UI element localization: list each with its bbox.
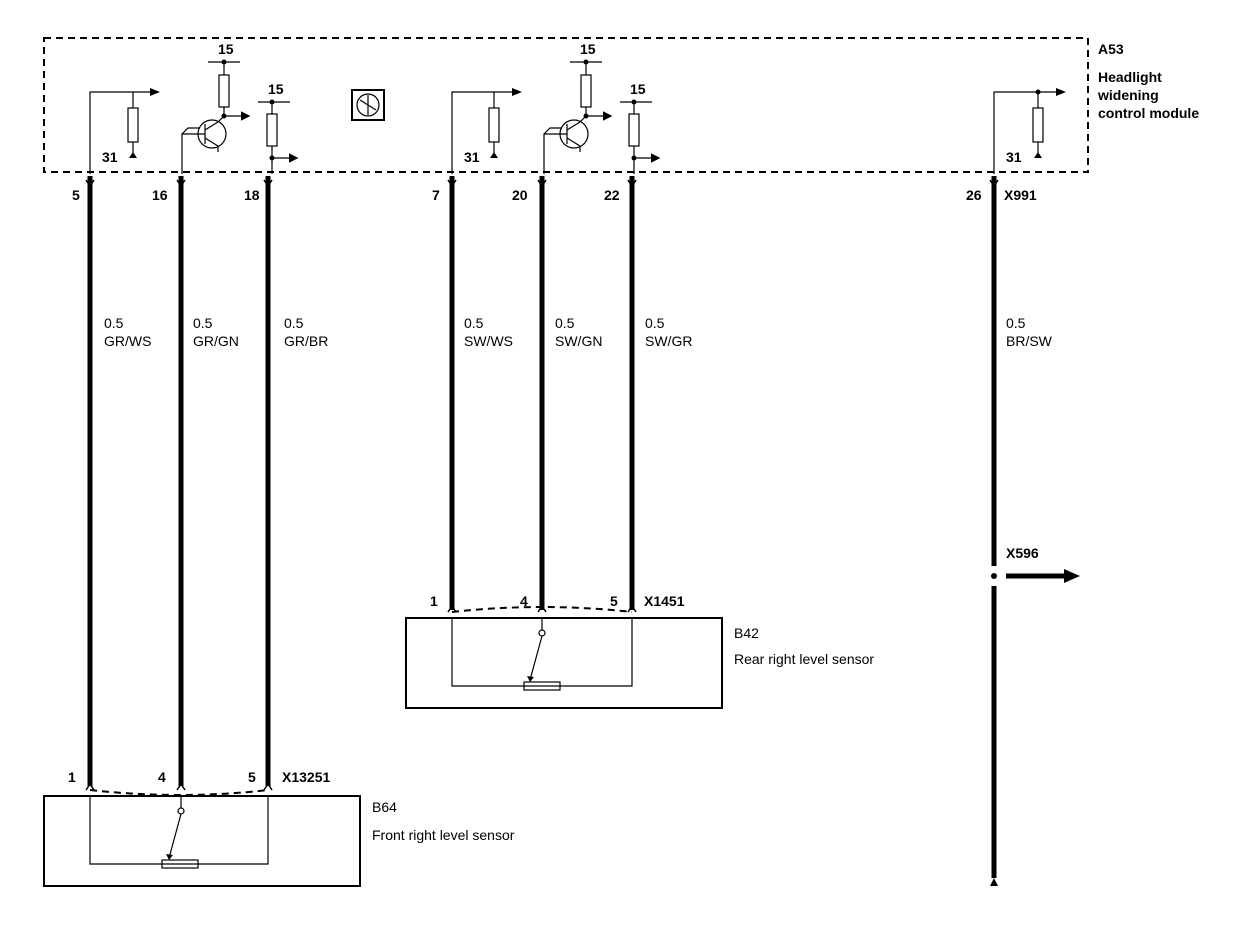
supply-label: 15 bbox=[630, 81, 646, 97]
wire-size: 0.5 bbox=[284, 315, 304, 331]
supply-label: 15 bbox=[268, 81, 284, 97]
pull-up-resistor bbox=[580, 74, 592, 108]
ground-label: 31 bbox=[464, 149, 480, 165]
module-circuit-group-2: 31 15 15 bbox=[451, 41, 661, 174]
wire-color: BR/SW bbox=[1006, 333, 1053, 349]
wire-size: 0.5 bbox=[555, 315, 575, 331]
supply-label: 15 bbox=[218, 41, 234, 57]
module-connector: X991 bbox=[1004, 187, 1037, 203]
sensor-box bbox=[405, 617, 723, 709]
front-sensor: 1 4 5 X13251 B64 Front right level senso… bbox=[43, 769, 515, 887]
pin-number: 5 bbox=[610, 593, 618, 609]
pull-down-resistor bbox=[127, 107, 139, 143]
wire-color: SW/GN bbox=[555, 333, 602, 349]
sensor-name: Rear right level sensor bbox=[734, 651, 874, 667]
ground-icon bbox=[990, 878, 998, 886]
wire-color: GR/GN bbox=[193, 333, 239, 349]
sensor-id: B42 bbox=[734, 625, 759, 641]
pin-number: 18 bbox=[244, 187, 260, 203]
module-boundary bbox=[43, 37, 1089, 173]
pull-up-resistor bbox=[218, 74, 230, 108]
arrow-right-icon bbox=[1064, 569, 1080, 583]
wire-size: 0.5 bbox=[464, 315, 484, 331]
pin-number: 4 bbox=[158, 769, 166, 785]
wire-size: 0.5 bbox=[193, 315, 213, 331]
sensor-name: Front right level sensor bbox=[372, 827, 515, 843]
pin-number: 1 bbox=[430, 593, 438, 609]
pin-number: 5 bbox=[72, 187, 80, 203]
module-circuit-group-3: 31 bbox=[993, 88, 1066, 174]
splice-point bbox=[991, 573, 997, 579]
module-name-line2: widening bbox=[1097, 87, 1159, 103]
ground-label: 31 bbox=[102, 149, 118, 165]
wire-size: 0.5 bbox=[104, 315, 124, 331]
module-name-line3: control module bbox=[1098, 105, 1199, 121]
module-circuit-group-1: 31 15 15 bbox=[89, 41, 299, 174]
pull-up-resistor bbox=[266, 113, 278, 147]
pin-number: 20 bbox=[512, 187, 528, 203]
rear-sensor: 1 4 5 X1451 B42 Rear right level sensor bbox=[405, 593, 874, 709]
pull-up-resistor bbox=[628, 113, 640, 147]
potentiometer-icon bbox=[523, 681, 561, 691]
pull-down-resistor bbox=[488, 107, 500, 143]
pin-number: 7 bbox=[432, 187, 440, 203]
control-unit-icon bbox=[351, 89, 385, 121]
pull-down-resistor bbox=[1032, 107, 1044, 143]
sensor-connector: X13251 bbox=[282, 769, 330, 785]
pin-number: 16 bbox=[152, 187, 168, 203]
sensor-id: B64 bbox=[372, 799, 397, 815]
splice-id: X596 bbox=[1006, 545, 1039, 561]
module-name-line1: Headlight bbox=[1098, 69, 1162, 85]
sensor-connector: X1451 bbox=[644, 593, 685, 609]
supply-label: 15 bbox=[580, 41, 596, 57]
wires bbox=[87, 176, 997, 878]
wire-color: SW/GR bbox=[645, 333, 692, 349]
wire-color: GR/BR bbox=[284, 333, 328, 349]
pin-number: 26 bbox=[966, 187, 982, 203]
sensor-box bbox=[43, 795, 361, 887]
pin-number: 22 bbox=[604, 187, 620, 203]
wire-size: 0.5 bbox=[1006, 315, 1026, 331]
module-id: A53 bbox=[1098, 41, 1124, 57]
ground-label: 31 bbox=[1006, 149, 1022, 165]
pin-number: 5 bbox=[248, 769, 256, 785]
wire-color: GR/WS bbox=[104, 333, 151, 349]
pin-number: 1 bbox=[68, 769, 76, 785]
wire-color: SW/WS bbox=[464, 333, 513, 349]
pin-number: 4 bbox=[520, 593, 528, 609]
wire-size: 0.5 bbox=[645, 315, 665, 331]
potentiometer-icon bbox=[161, 859, 199, 869]
